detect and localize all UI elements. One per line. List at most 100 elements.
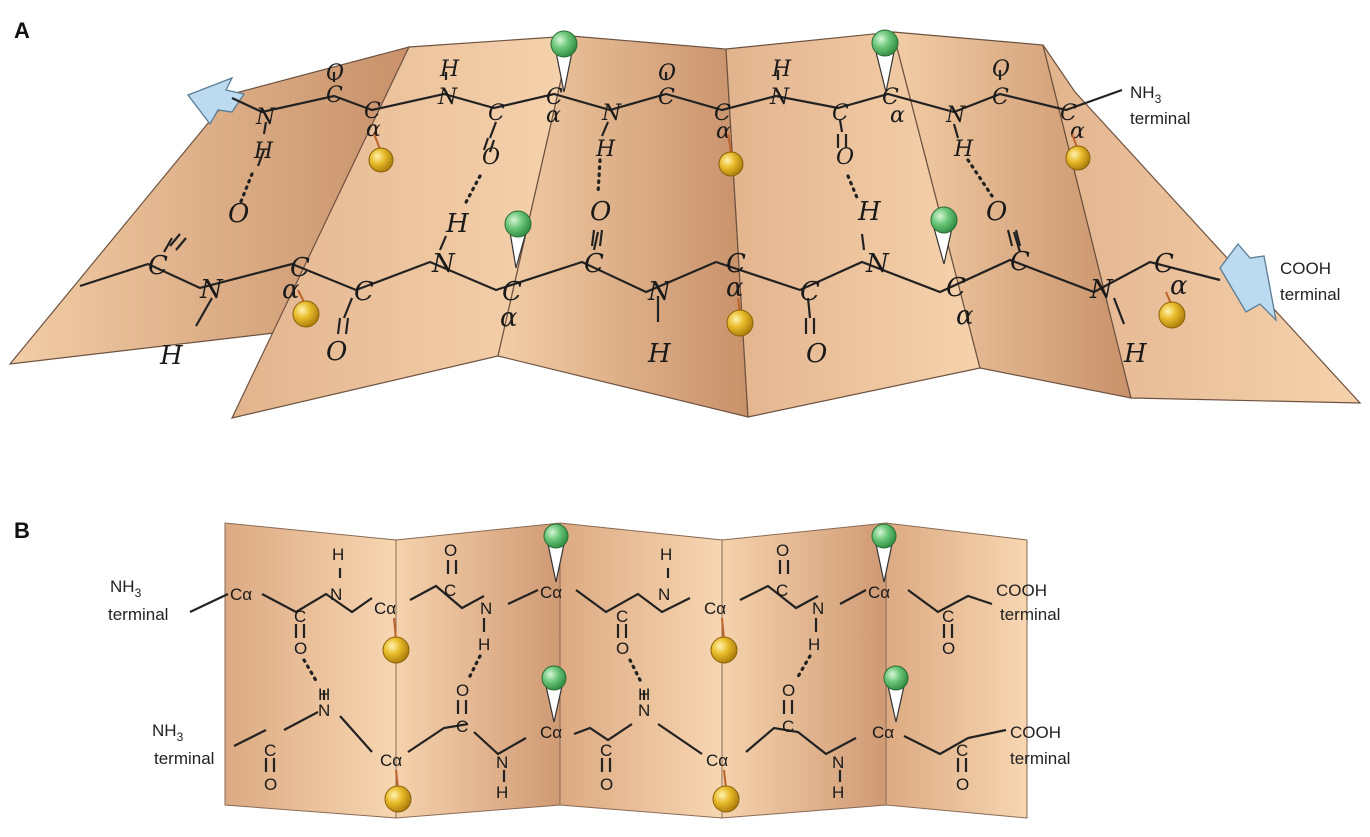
- atom-o: O: [782, 681, 795, 700]
- yellow-sphere-icon: [292, 289, 320, 328]
- atom-h: H: [253, 139, 274, 164]
- nh3-terminal-word: terminal: [154, 749, 214, 768]
- atoms-a-top: N H C O C α N H C O C α N H C O C α N H …: [253, 57, 1085, 170]
- atom-alpha: α: [716, 119, 731, 144]
- side-chains-b: [382, 523, 909, 813]
- atom-alpha: α: [546, 103, 561, 128]
- atom-c: C: [726, 249, 746, 279]
- atom-c: C: [502, 277, 522, 307]
- atom-h: H: [647, 339, 672, 369]
- yellow-sphere-icon: [384, 769, 412, 813]
- panel-a: A: [8, 18, 1362, 419]
- cooh-terminal-word: terminal: [1280, 285, 1340, 304]
- atom-o: O: [616, 639, 629, 658]
- atom-c: C: [584, 249, 604, 279]
- atom-c: C: [354, 277, 374, 307]
- atom-h: H: [832, 783, 844, 802]
- green-sphere-icon: [930, 206, 958, 265]
- atom-alpha: α: [956, 301, 974, 331]
- atom-c: C: [444, 581, 456, 600]
- atom-o: O: [600, 775, 613, 794]
- atom-o: O: [444, 541, 457, 560]
- green-sphere-icon: [883, 665, 909, 723]
- cooh-terminal-word: terminal: [1000, 605, 1060, 624]
- atom-n: N: [945, 103, 966, 128]
- atom-n: N: [496, 753, 508, 772]
- atom-alpha: α: [1170, 271, 1188, 301]
- atom-ca: Cα: [706, 751, 728, 770]
- atom-c: C: [294, 607, 306, 626]
- atom-h: H: [771, 57, 792, 82]
- atom-o: O: [806, 339, 827, 369]
- atom-c: C: [782, 717, 794, 736]
- atom-ca: Cα: [374, 599, 396, 618]
- atom-c: C: [488, 101, 505, 126]
- atom-n: N: [647, 277, 672, 307]
- atom-n: N: [865, 249, 890, 279]
- atom-h: H: [638, 685, 650, 704]
- yellow-sphere-icon: [1158, 291, 1186, 329]
- atom-c: C: [942, 607, 954, 626]
- atom-n: N: [638, 701, 650, 720]
- atom-c: C: [264, 741, 276, 760]
- atom-n: N: [255, 105, 276, 130]
- green-sphere-icon: [543, 523, 569, 583]
- atom-alpha: α: [366, 117, 381, 142]
- hydrogen-bonds-a: [238, 158, 994, 208]
- atom-o: O: [590, 197, 611, 227]
- arrow-icon: [186, 76, 246, 126]
- atom-c: C: [600, 741, 612, 760]
- pleated-sheet-b: [224, 522, 1028, 819]
- atom-c: C: [832, 101, 849, 126]
- atom-o: O: [228, 199, 249, 229]
- atom-n: N: [318, 701, 330, 720]
- atom-c: C: [946, 273, 966, 303]
- atom-ca: Cα: [380, 751, 402, 770]
- cooh-terminal-label: COOH: [1280, 259, 1331, 278]
- atom-h: H: [159, 341, 184, 371]
- atom-c: C: [456, 717, 468, 736]
- atom-o: O: [776, 541, 789, 560]
- atom-h: H: [496, 783, 508, 802]
- atoms-a-bottom: O O C N H C α C O N H C α C O N H C α C …: [148, 197, 1188, 371]
- atom-o: O: [956, 775, 969, 794]
- panel-b-label: B: [14, 518, 30, 543]
- yellow-sphere-icon: [710, 617, 738, 664]
- atom-o: O: [294, 639, 307, 658]
- atom-n: N: [437, 85, 458, 110]
- nh3-terminal-word: terminal: [1130, 109, 1190, 128]
- atom-h: H: [595, 137, 616, 162]
- pleated-sheet-a: [8, 31, 1362, 419]
- nh3-terminal-label: NH3: [110, 577, 142, 600]
- atom-n: N: [601, 101, 622, 126]
- atom-n: N: [480, 599, 492, 618]
- atom-c: C: [956, 741, 968, 760]
- nh3-terminal-label: NH3: [1130, 83, 1162, 106]
- backbone-bonds-b: [189, 560, 1007, 782]
- atom-n: N: [832, 753, 844, 772]
- atom-ca: Cα: [868, 583, 890, 602]
- hydrogen-bonds-b: [302, 654, 812, 686]
- atom-c: C: [364, 99, 381, 124]
- atom-h: H: [857, 197, 882, 227]
- nh3-terminal-word: terminal: [108, 605, 168, 624]
- atom-c: C: [658, 85, 675, 110]
- atom-h: H: [439, 57, 460, 82]
- atom-n: N: [658, 585, 670, 604]
- atom-c: C: [1060, 101, 1077, 126]
- yellow-sphere-icon: [382, 617, 410, 664]
- atom-n: N: [1089, 275, 1114, 305]
- atom-o: O: [326, 61, 344, 86]
- atom-alpha: α: [726, 273, 744, 303]
- atom-h: H: [445, 209, 470, 239]
- atoms-b-top: Cα C O N H Cα C O N H Cα C O N H Cα C O …: [230, 541, 955, 658]
- atom-c: C: [992, 85, 1009, 110]
- atom-alpha: α: [1070, 119, 1085, 144]
- atom-ca: Cα: [230, 585, 252, 604]
- atom-n: N: [812, 599, 824, 618]
- backbone-bonds-a-bottom: [79, 231, 1221, 327]
- cooh-terminal-label: COOH: [1010, 723, 1061, 742]
- backbone-bonds-a-top: [231, 70, 1123, 167]
- atom-ca: Cα: [540, 723, 562, 742]
- green-sphere-icon: [871, 523, 897, 583]
